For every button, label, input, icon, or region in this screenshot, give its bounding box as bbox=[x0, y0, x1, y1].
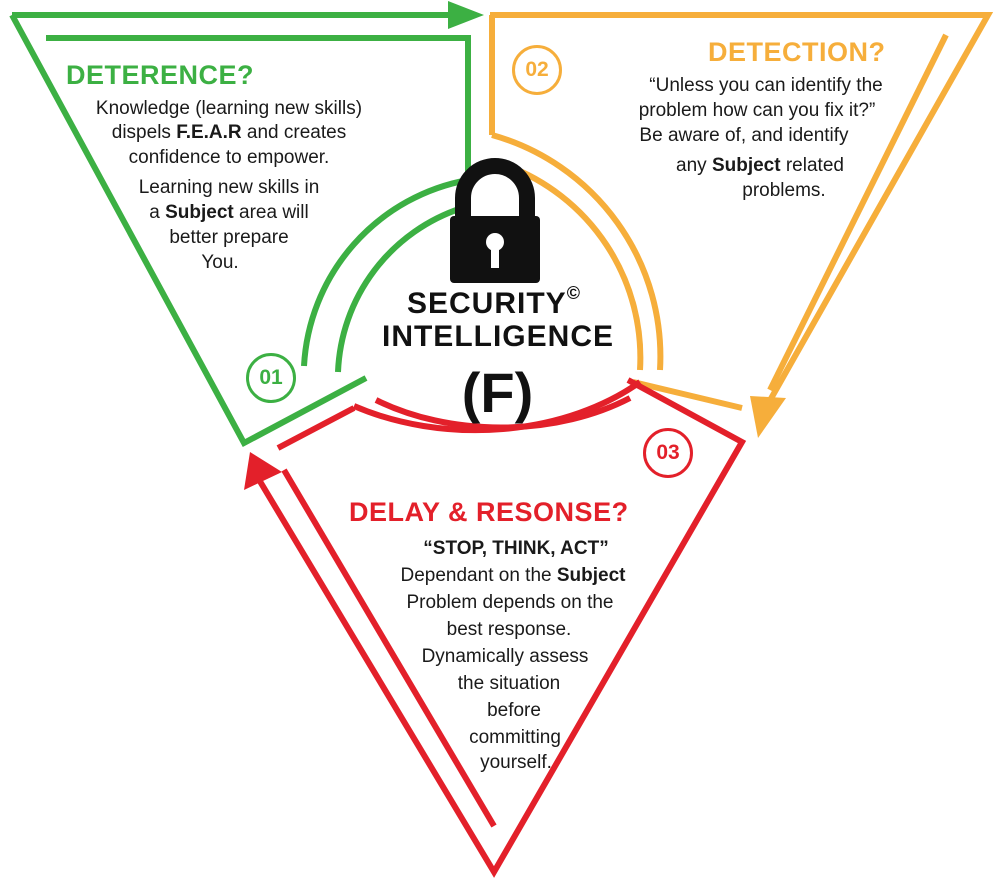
deterrence-line: dispels F.E.A.R and creates bbox=[111, 122, 347, 143]
delay-outer-edge bbox=[276, 405, 356, 451]
detection-inner-arc bbox=[491, 132, 664, 371]
detection-lower-edge bbox=[632, 379, 743, 411]
delay-title: DELAY & RESONSE? bbox=[349, 497, 629, 527]
delay-inner-arc-2 bbox=[352, 379, 642, 434]
deterrence-line: confidence to empower. bbox=[128, 147, 330, 168]
deterrence-inner-arc-2 bbox=[335, 205, 463, 373]
delay-badge: 03 bbox=[643, 428, 693, 478]
deterrence-arrow-head bbox=[448, 1, 484, 29]
detection-segment bbox=[489, 12, 993, 438]
deterrence-line: You. bbox=[201, 252, 239, 273]
center-letter: (F) bbox=[461, 361, 534, 424]
delay-line: before bbox=[487, 700, 541, 721]
detection-line: any Subject related bbox=[676, 155, 844, 176]
deterrence-title: DETERENCE? bbox=[66, 60, 255, 90]
detection-arrow-head bbox=[750, 396, 786, 438]
deterrence-line: better prepare bbox=[169, 227, 289, 248]
delay-line: Dependant on the Subject bbox=[400, 565, 626, 586]
deterrence-line: Learning new skills in bbox=[138, 177, 320, 198]
padlock-icon bbox=[450, 158, 540, 283]
deterrence-segment bbox=[9, 1, 484, 448]
delay-line: “STOP, THINK, ACT” bbox=[423, 538, 609, 559]
detection-badge: 02 bbox=[512, 45, 562, 95]
center-title-line2: INTELLIGENCE bbox=[381, 320, 614, 353]
detection-line: problems. bbox=[742, 180, 826, 201]
center-title-line1: SECURITY© bbox=[407, 283, 607, 321]
center-title-word: SECURITY bbox=[407, 287, 567, 320]
detection-line: problem how can you fix it?” bbox=[638, 100, 876, 121]
deterrence-inner-edge bbox=[46, 35, 471, 180]
deterrence-outer-edge bbox=[9, 13, 368, 448]
deterrence-line: Knowledge (learning new skills) bbox=[95, 98, 363, 119]
detection-line: Be aware of, and identify bbox=[639, 125, 849, 146]
detection-line: “Unless you can identify the bbox=[649, 75, 883, 96]
delay-line: committing bbox=[469, 727, 561, 748]
detection-inner-arc-2 bbox=[503, 162, 644, 371]
delay-line: Problem depends on the bbox=[406, 592, 614, 613]
delay-inner-line bbox=[281, 468, 497, 828]
deterrence-inner-arc bbox=[301, 177, 469, 367]
delay-line: yourself. bbox=[480, 752, 552, 773]
delay-arrow-head bbox=[244, 452, 282, 490]
detection-title: DETECTION? bbox=[708, 37, 886, 67]
detection-return-line bbox=[767, 33, 949, 392]
delay-segment bbox=[244, 377, 747, 878]
delay-right-edge bbox=[249, 377, 747, 878]
delay-line: the situation bbox=[457, 673, 561, 694]
detection-outer-edge bbox=[490, 12, 993, 420]
delay-line: best response. bbox=[446, 619, 572, 640]
deterrence-line: a Subject area will bbox=[149, 202, 309, 223]
deterrence-badge: 01 bbox=[246, 353, 296, 403]
delay-line: Dynamically assess bbox=[421, 646, 589, 667]
copyright-mark: © bbox=[566, 283, 581, 303]
